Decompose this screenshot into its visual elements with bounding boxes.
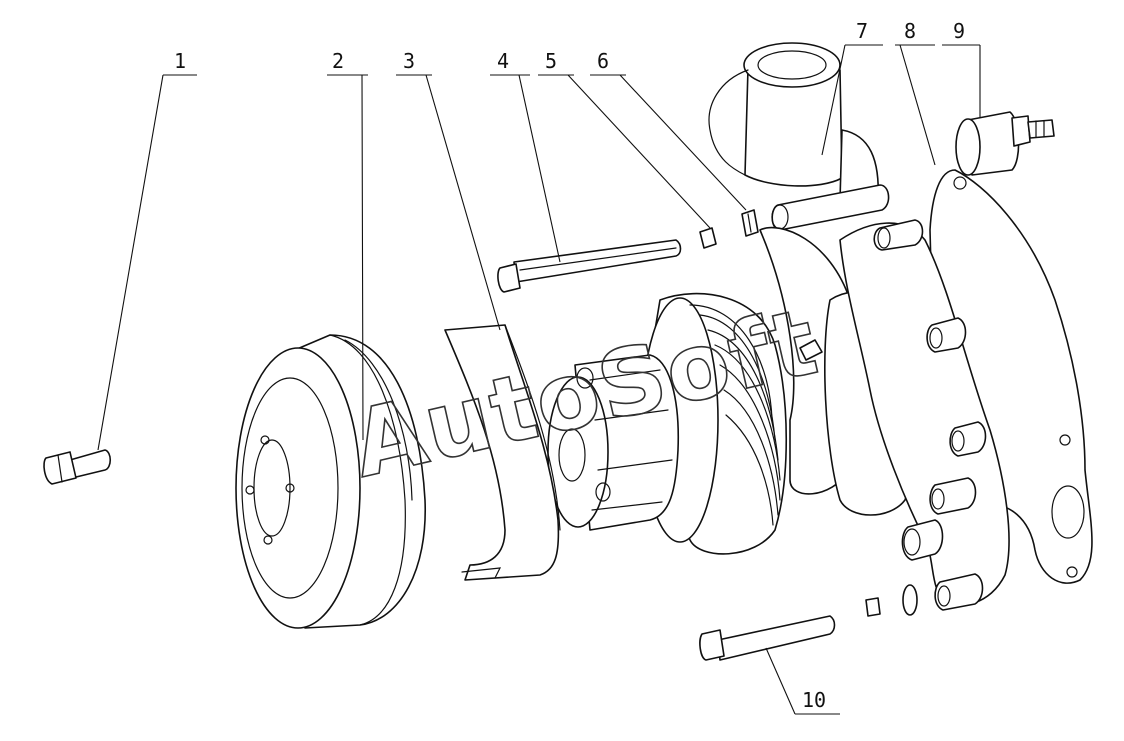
part-bolt-10 (699, 584, 918, 661)
part-bolt-4 (497, 239, 682, 293)
part-pump-body (708, 42, 1010, 611)
part-belt (444, 324, 561, 581)
callout-3: 3 (403, 49, 415, 73)
part-nut-5 (699, 227, 717, 249)
callout-4: 4 (497, 49, 509, 73)
part-fitting (955, 111, 1055, 176)
callout-9: 9 (953, 19, 965, 43)
part-washer-6 (741, 209, 759, 237)
callout-1: 1 (174, 49, 186, 73)
callout-8: 8 (904, 19, 916, 43)
callout-7: 7 (856, 19, 868, 43)
callout-5: 5 (545, 49, 557, 73)
callout-10: 10 (802, 688, 826, 712)
leader-lines (97, 44, 981, 715)
part-crank-pulley (235, 334, 426, 629)
part-pump-pulley (547, 292, 788, 555)
callout-6: 6 (597, 49, 609, 73)
part-bolt-1 (43, 449, 112, 485)
callout-2: 2 (332, 49, 344, 73)
